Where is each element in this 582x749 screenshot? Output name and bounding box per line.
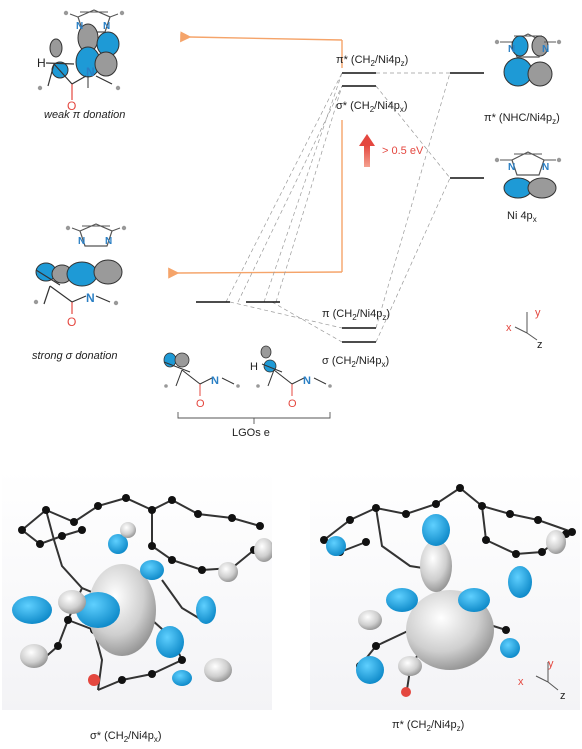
atom-n-label: N bbox=[105, 236, 112, 247]
nhc-pi-star-label: π* (NHC/Ni4pz) bbox=[484, 112, 560, 127]
atom-n-label: N bbox=[542, 44, 549, 55]
sigma-star-ch2-label: σ* (CH2/Ni4px) bbox=[336, 100, 408, 115]
lgos-label: LGOs e bbox=[232, 427, 270, 439]
atom-n-label: N bbox=[508, 44, 515, 55]
atom-o-label: O bbox=[67, 315, 76, 329]
axis-z-label-bottom: z bbox=[560, 690, 566, 702]
axis-y-label-bottom: y bbox=[548, 658, 554, 670]
energy-gap-label: > 0.5 eV bbox=[382, 145, 424, 157]
atom-o-label: O bbox=[196, 398, 205, 410]
lgo-bracket bbox=[177, 412, 331, 419]
atom-n-label: N bbox=[508, 162, 515, 173]
sigma-star-isosurface-caption: σ* (CH2/Ni4px) bbox=[90, 730, 162, 745]
axis-x-label-bottom: x bbox=[518, 676, 524, 688]
sigma-star-isosurface-panel bbox=[2, 470, 272, 710]
strong-donation-arrow bbox=[168, 120, 343, 279]
weak-pi-donation-label: weak π donation bbox=[44, 109, 126, 121]
strong-sigma-donation-molecule-icon: N N N O bbox=[33, 223, 127, 329]
axis-x-label: x bbox=[506, 322, 512, 334]
atom-h-label: H bbox=[37, 56, 46, 70]
atom-n-label: N bbox=[86, 65, 95, 79]
atom-n-label: N bbox=[303, 375, 311, 387]
axis-z-label: z bbox=[537, 339, 543, 351]
atom-o-label: O bbox=[67, 99, 76, 113]
axis-y-label: y bbox=[535, 307, 541, 319]
atom-n-label: N bbox=[103, 21, 110, 32]
atom-n-label: N bbox=[76, 21, 83, 32]
pi-ch2-label: π (CH2/Ni4pz) bbox=[322, 308, 391, 323]
correlation-lines bbox=[225, 72, 451, 343]
strong-sigma-donation-label: strong σ donation bbox=[32, 350, 118, 362]
lgo-molecule-icon-2: H N O bbox=[250, 345, 332, 410]
pi-star-ch2-label: π* (CH2/Ni4pz) bbox=[336, 54, 409, 69]
energy-gap-arrow bbox=[359, 134, 375, 167]
ni-4px-label: Ni 4px bbox=[507, 210, 537, 225]
ni-4px-orbital-icon: N N bbox=[494, 151, 562, 199]
axes-icon-top bbox=[514, 312, 538, 341]
atom-h-label: H bbox=[250, 361, 258, 373]
atom-n-label: N bbox=[78, 236, 85, 247]
sigma-ch2-label: σ (CH2/Ni4px) bbox=[322, 355, 390, 370]
atom-n-label: N bbox=[86, 291, 95, 305]
weak-donation-arrow bbox=[180, 31, 343, 68]
weak-pi-donation-molecule-icon: H N N N O bbox=[37, 9, 125, 113]
atom-n-label: N bbox=[211, 375, 219, 387]
pi-star-isosurface-panel bbox=[310, 470, 580, 710]
atom-n-label: N bbox=[542, 162, 549, 173]
pi-star-isosurface-caption: π* (CH2/Ni4pz) bbox=[392, 719, 465, 734]
nhc-pi-star-orbital-icon: N N bbox=[494, 33, 562, 87]
atom-o-label: O bbox=[288, 398, 297, 410]
lgo-molecule-icon-1: N O bbox=[163, 352, 240, 410]
